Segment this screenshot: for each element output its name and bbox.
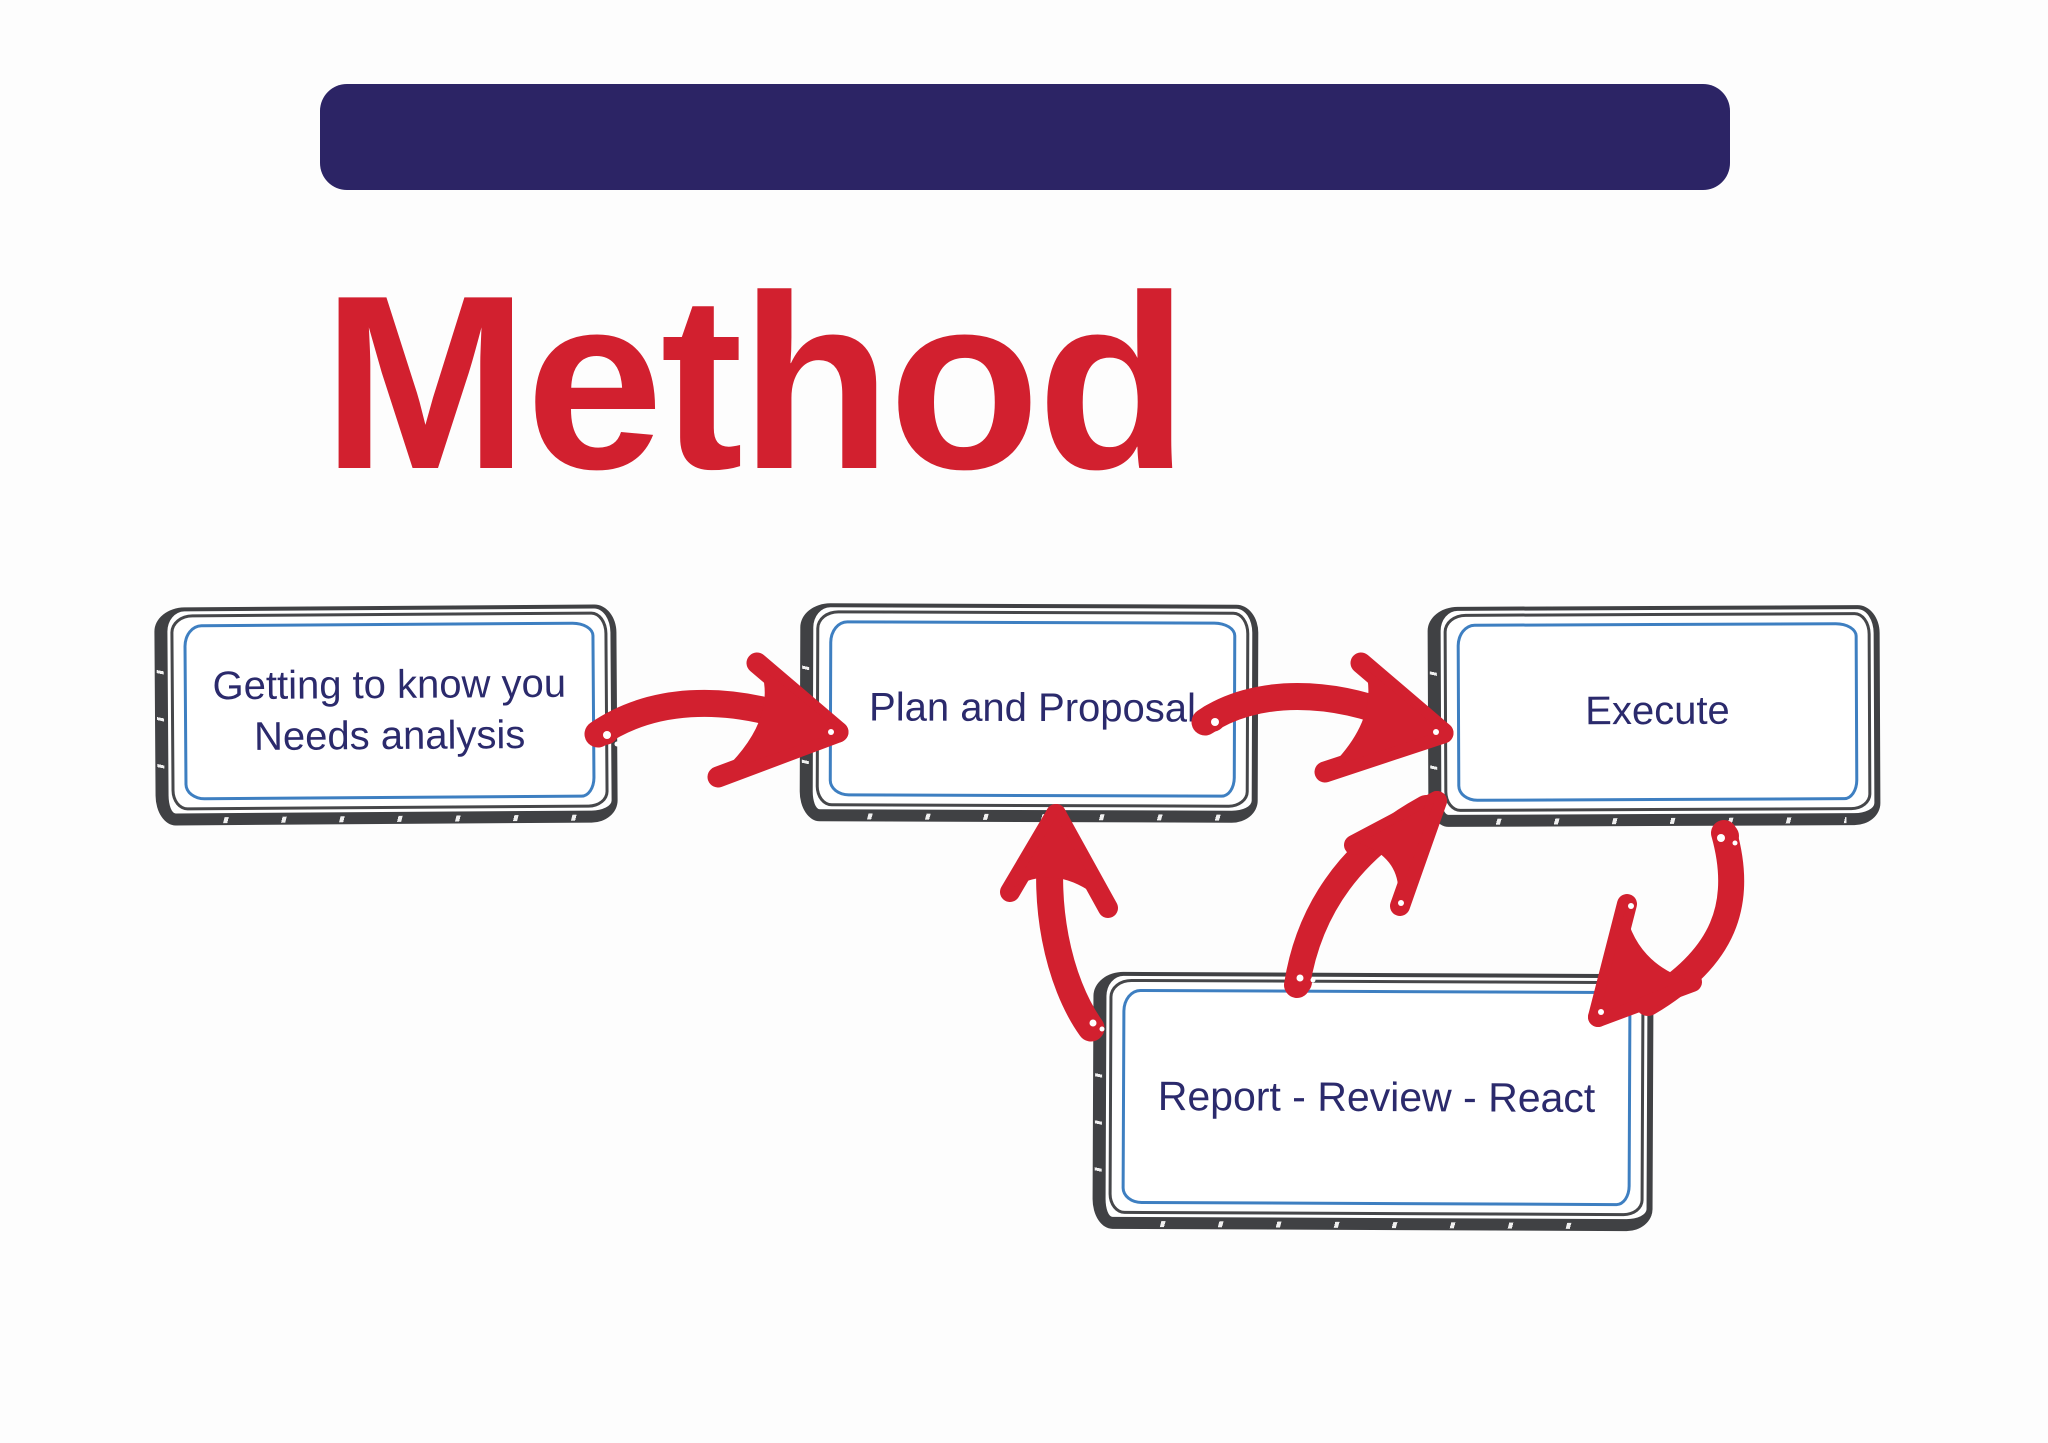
slide-title: Method [322,243,1189,521]
sketch-border: Getting to know you Needs analysis [154,604,618,826]
node-plan-and-proposal: Plan and Proposal [799,603,1259,823]
node-label: Getting to know you [212,661,567,709]
arrow-report-to-execute-icon [1284,791,1447,998]
node-label: Plan and Proposal [868,685,1197,731]
node-label: Execute [1585,689,1730,734]
node-label: Needs analysis [253,713,526,759]
node-execute: Execute [1427,605,1881,827]
title-accent-bar [320,84,1730,190]
node-getting-to-know-you: Getting to know you Needs analysis [154,604,618,826]
sketch-border: Report - Review - React [1092,971,1654,1232]
node-report-review-react: Report - Review - React [1092,971,1654,1232]
sketch-border: Execute [1427,605,1881,827]
sketch-border: Plan and Proposal [799,603,1259,823]
node-label: Report - Review - React [1157,1073,1596,1122]
